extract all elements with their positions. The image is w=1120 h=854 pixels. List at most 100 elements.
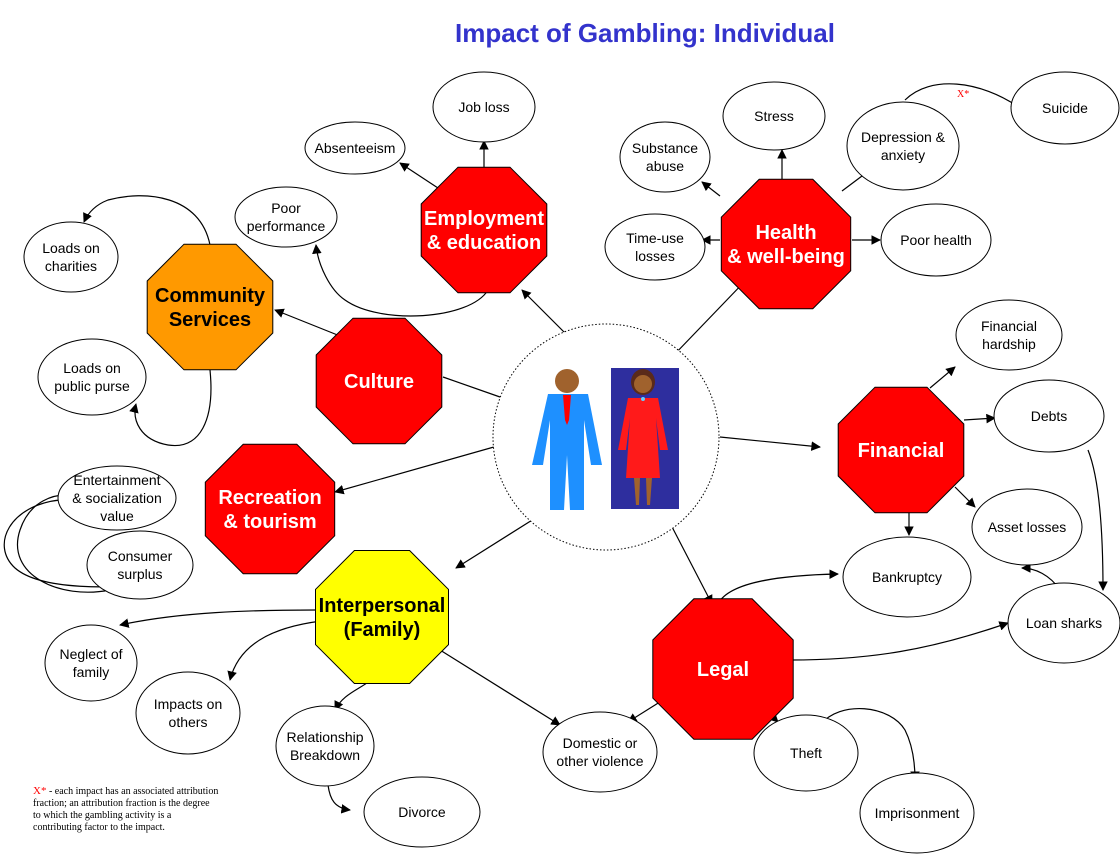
man-figure-icon <box>532 369 602 510</box>
edge-depression-suicide <box>904 83 1021 109</box>
impact-neglect: Neglect of family <box>44 624 138 702</box>
footnote: X* - each impact has an associated attri… <box>33 785 218 833</box>
category-employment-label-line-2: & education <box>427 232 541 254</box>
impact-impacts-others-label-line-1: Impacts on <box>154 696 222 712</box>
category-recreation: Recreation& tourism <box>204 443 336 575</box>
impact-absenteeism-label-line-1: Absenteeism <box>315 140 396 156</box>
edge-center-financial <box>719 436 821 451</box>
impact-poor-health: Poor health <box>880 203 992 277</box>
impact-divorce: Divorce <box>363 776 481 848</box>
impact-poor-health-label-line-1: Poor health <box>900 232 972 248</box>
impact-neglect-label-line-2: family <box>73 664 110 680</box>
impact-domestic-label-line-2: other violence <box>556 753 643 769</box>
impact-relationship-label-line-1: Relationship <box>286 729 363 745</box>
impact-divorce-ellipse <box>363 776 481 848</box>
impact-stress-label-line-1: Stress <box>754 108 794 124</box>
impact-poor-performance-ellipse <box>234 186 338 248</box>
edge-community-charities <box>83 195 211 246</box>
category-financial-label-line-1: Financial <box>858 440 945 462</box>
category-legal-octagon <box>652 598 794 740</box>
impact-imprisonment-label-line-1: Imprisonment <box>875 805 960 821</box>
impact-theft-label-line-1: Theft <box>790 745 822 761</box>
impact-poor-performance-label-line-2: performance <box>247 218 326 234</box>
impact-loan-sharks-ellipse <box>1007 582 1120 664</box>
impact-job-loss-ellipse <box>432 71 536 143</box>
page-title: Impact of Gambling: Individual <box>455 18 835 48</box>
impact-job-loss: Job loss <box>432 71 536 143</box>
edge-interpersonal-others <box>227 619 331 681</box>
svg-text:X* - each impact has an associ: X* - each impact has an associated attri… <box>33 785 218 797</box>
category-employment-label-line-1: Employment <box>424 208 544 230</box>
impact-imprisonment-ellipse <box>859 772 975 854</box>
footnote-line-2: fraction; an attribution fraction is the… <box>33 798 210 809</box>
impact-suicide-label-line-1: Suicide <box>1042 100 1088 116</box>
edge-financial-hardship <box>929 366 956 389</box>
category-interpersonal-label-line-2: (Family) <box>344 619 421 641</box>
impact-bankruptcy-ellipse <box>842 536 972 618</box>
edge-theft-imprisonment <box>819 707 920 781</box>
category-financial-octagon <box>837 386 965 514</box>
impact-suicide: Suicide <box>1010 71 1120 145</box>
edge-center-employment <box>521 289 573 341</box>
impact-time-use-label-line-1: Time-use <box>626 230 684 246</box>
impact-depression-label-line-2: anxiety <box>881 147 925 163</box>
edge-culture-community <box>274 308 346 339</box>
category-health-label-line-2: & well-being <box>727 246 845 268</box>
center-circle <box>492 323 720 551</box>
impact-time-use-ellipse <box>604 213 706 281</box>
edge-relationship-divorce <box>327 784 351 814</box>
impact-asset-losses: Asset losses <box>971 488 1083 566</box>
impact-substance-abuse-label-line-2: abuse <box>646 158 684 174</box>
impact-stress: Stress <box>722 81 826 151</box>
category-interpersonal-octagon <box>315 550 449 684</box>
impact-loan-sharks-label-line-1: Loan sharks <box>1026 615 1102 631</box>
edge-legal-bankruptcy <box>717 569 839 605</box>
impact-poor-performance-label-line-1: Poor <box>271 200 301 216</box>
impact-theft: Theft <box>753 714 859 792</box>
impact-neglect-label-line-1: Neglect of <box>59 646 122 662</box>
category-culture-octagon <box>315 317 443 445</box>
category-community-octagon <box>146 243 274 371</box>
category-legal: Legal <box>652 598 794 740</box>
impact-debts-label-line-1: Debts <box>1031 408 1068 424</box>
category-financial: Financial <box>837 386 965 514</box>
category-community-label-line-1: Community <box>155 285 266 307</box>
impact-impacts-others-label-line-2: others <box>169 714 208 730</box>
footnote-line-1: - each impact has an associated attribut… <box>46 786 218 797</box>
impact-financial-hardship-label-line-2: hardship <box>982 336 1036 352</box>
impact-asset-losses-ellipse <box>971 488 1083 566</box>
impact-divorce-label-line-1: Divorce <box>398 804 446 820</box>
impact-asset-losses-label-line-1: Asset losses <box>988 519 1067 535</box>
impact-substance-abuse-ellipse <box>619 121 711 193</box>
category-interpersonal: Interpersonal(Family) <box>315 550 449 684</box>
category-employment: Employment& education <box>420 166 548 294</box>
edge-debts-loansharks <box>1087 449 1108 591</box>
edge-interpersonal-neglect <box>119 609 316 628</box>
impact-neglect-ellipse <box>44 624 138 702</box>
edge-financial-debts <box>963 413 996 424</box>
impact-debts: Debts <box>993 379 1105 453</box>
footnote-marker: X* <box>33 785 46 797</box>
impact-job-loss-label-line-1: Job loss <box>458 99 509 115</box>
edge-employment-performance <box>312 244 489 317</box>
impact-loads-charities-ellipse <box>23 221 119 293</box>
impact-loan-sharks: Loan sharks <box>1007 582 1120 664</box>
category-legal-label-line-1: Legal <box>697 659 749 681</box>
impact-theft-ellipse <box>753 714 859 792</box>
impact-impacts-others-ellipse <box>135 671 241 755</box>
impact-financial-hardship-ellipse <box>955 299 1063 371</box>
edge-center-culture <box>442 376 501 398</box>
impact-bankruptcy-label-line-1: Bankruptcy <box>872 569 942 585</box>
impact-consumer-surplus-label-line-1: Consumer <box>108 548 173 564</box>
impact-relationship-ellipse <box>275 705 375 787</box>
category-employment-octagon <box>420 166 548 294</box>
impact-depression-label-line-1: Depression & <box>861 129 946 145</box>
